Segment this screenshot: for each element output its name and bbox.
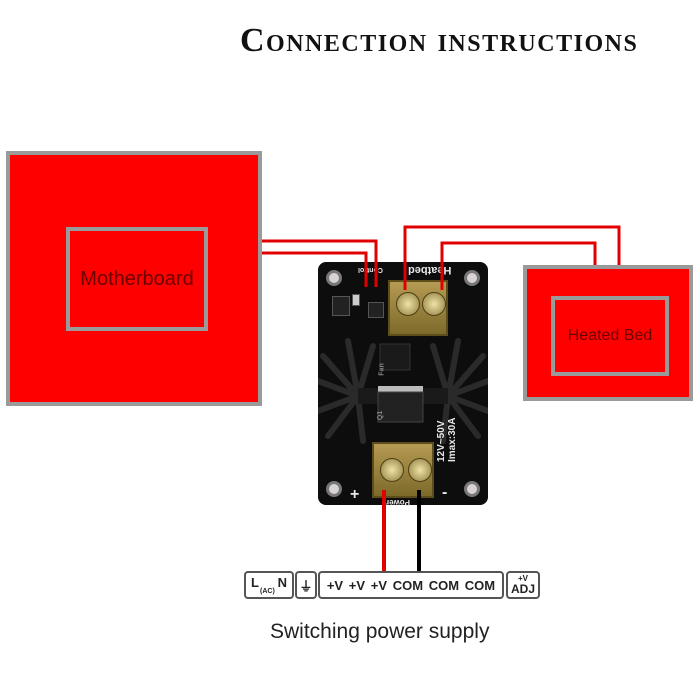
psu-n-label: N (277, 575, 287, 590)
psu-terminal-label: +V (370, 577, 388, 593)
psu-adj-terminal: +V ADJ (506, 571, 540, 599)
psu-adj-v-label: +V (517, 574, 528, 583)
page-title: Connection instructions (240, 22, 639, 59)
psu-terminal-label: +V (348, 577, 366, 593)
mounting-hole (326, 270, 342, 286)
control-label: Control (358, 266, 383, 273)
resistor (352, 294, 360, 306)
heatbed-label: Heatbed (408, 264, 452, 276)
fan-label: Fan (378, 363, 386, 376)
psu-terminal-label: COM (428, 577, 460, 593)
motherboard-inner-box: Motherboard (66, 227, 208, 331)
psu-terminal-label: +V (326, 577, 344, 593)
plus-label: + (350, 486, 360, 503)
heatsink-icon (318, 338, 488, 444)
mosfet-module: Control Heatbed Fan Q1 12V~50V Imax:30A … (318, 262, 488, 507)
driver-chip (368, 302, 384, 318)
optocoupler-chip (332, 296, 350, 316)
mounting-hole (464, 270, 480, 286)
psu-terminal-label: COM (392, 577, 424, 593)
motherboard-block: Motherboard (6, 151, 262, 406)
screw-icon (380, 458, 404, 482)
power-label: Power (386, 498, 411, 507)
mounting-hole (326, 481, 342, 497)
psu-terminal-label: COM (464, 577, 496, 593)
motherboard-label: Motherboard (80, 267, 194, 290)
psu-adj-label: ADJ (510, 582, 535, 596)
power-supply-caption: Switching power supply (270, 620, 490, 643)
voltage-rating: 12V~50V Imax:30A (436, 418, 458, 462)
heated-bed-block: Heated Bed (523, 265, 693, 401)
psu-ac-label: (AC) (260, 588, 275, 595)
screw-icon (422, 292, 446, 316)
heatbed-terminal (388, 280, 448, 336)
psu-l-label: L (251, 575, 259, 590)
mounting-hole (464, 481, 480, 497)
q1-label: Q1 (377, 410, 385, 421)
screw-icon (396, 292, 420, 316)
screw-icon (408, 458, 432, 482)
psu-ac-terminal: L (AC) N (244, 571, 294, 599)
current-rating-label: Imax:30A (447, 417, 458, 462)
voltage-range-label: 12V~50V (436, 420, 447, 462)
ground-icon: ⏚ (299, 578, 313, 594)
psu-ground-terminal: ⏚ (295, 571, 317, 599)
psu-output-terminals: +V +V +V COM COM COM (318, 571, 504, 599)
power-terminal (372, 442, 434, 498)
heated-bed-inner-box: Heated Bed (551, 296, 669, 376)
minus-label: - (442, 484, 448, 501)
heated-bed-label: Heated Bed (567, 327, 653, 344)
